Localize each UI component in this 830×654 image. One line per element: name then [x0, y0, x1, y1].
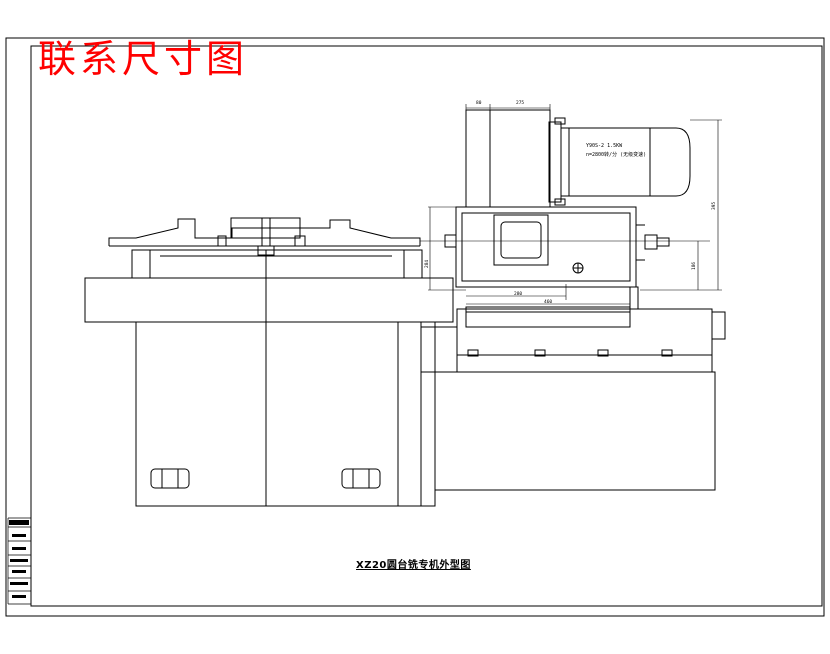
rotary-table — [108, 217, 423, 279]
spindle-head — [444, 206, 670, 310]
motor — [548, 117, 691, 206]
gearbox — [465, 109, 551, 208]
dim-bottom-inner: 280 — [514, 292, 523, 297]
motor-speed-label: n=2800转/分 (无级变速) — [586, 152, 647, 158]
right-base — [420, 308, 726, 507]
title-block — [7, 517, 31, 605]
dim-bottom-outer: 460 — [544, 300, 553, 305]
dimension-lines — [420, 104, 722, 305]
dim-right-small: 186 — [692, 261, 697, 270]
bed-slab — [84, 277, 454, 323]
drawing-caption: XZ20圆台铣专机外型图 — [356, 560, 471, 571]
drawing-heading: 联系尺寸图 — [38, 37, 249, 81]
outer-frame — [5, 37, 825, 617]
slide — [465, 306, 631, 328]
dim-top-right: 275 — [516, 101, 525, 106]
dim-left-height: 284 — [425, 259, 430, 268]
inner-frame — [30, 45, 823, 607]
motor-model-label: Y90S-2 1.5KW — [586, 143, 623, 149]
dim-top-left: 80 — [476, 101, 482, 106]
base-cabinet — [135, 321, 422, 507]
dim-right-height: 395 — [712, 201, 717, 210]
